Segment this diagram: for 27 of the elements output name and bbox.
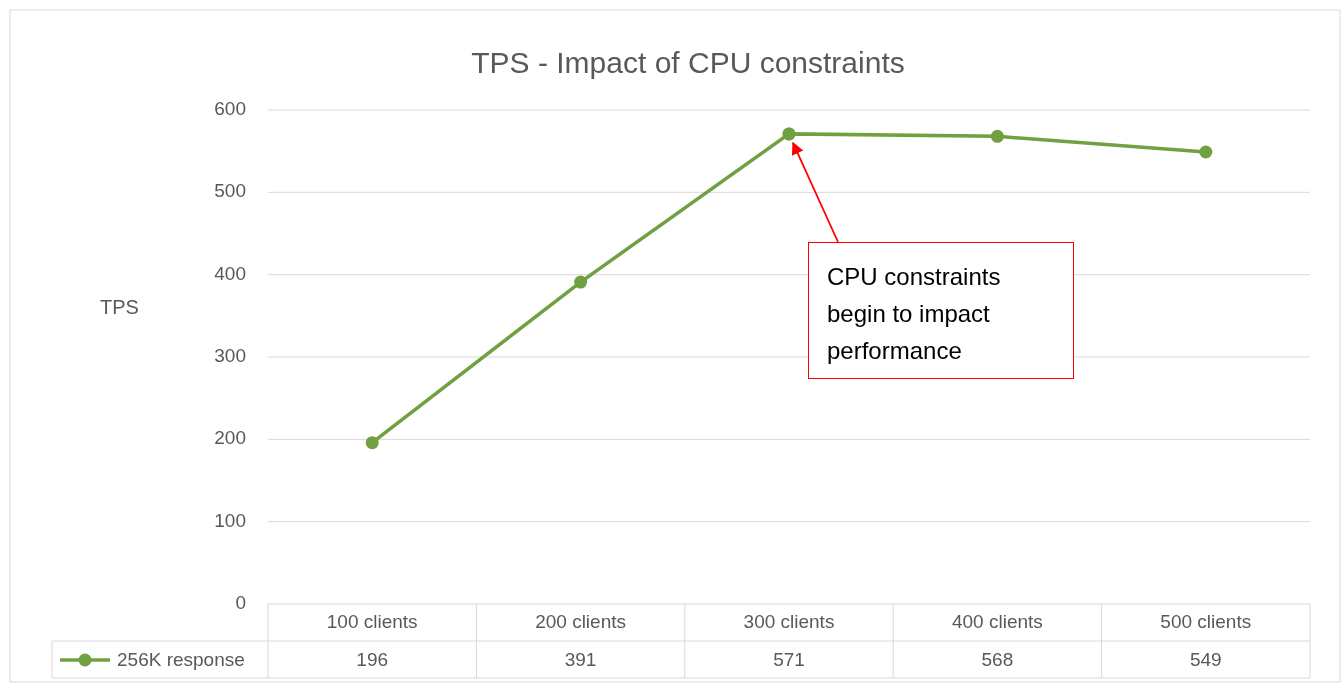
category-label: 400 clients xyxy=(950,611,1044,633)
category-label: 100 clients xyxy=(325,611,419,633)
value-label: 571 xyxy=(772,649,806,671)
point xyxy=(990,129,1004,143)
value-label: 549 xyxy=(1188,649,1223,671)
tick-label: 0 xyxy=(234,592,246,614)
tick-label: 300 xyxy=(213,345,246,367)
value-label: 196 xyxy=(355,649,390,671)
point xyxy=(574,275,588,289)
value-label: 391 xyxy=(563,649,598,671)
leader-arrow xyxy=(791,141,839,243)
series-name: 256K response xyxy=(117,649,245,671)
category-label: 300 clients xyxy=(742,611,836,633)
tick-label: 100 xyxy=(213,509,246,532)
tick-label: 500 xyxy=(213,180,246,203)
tick-label: 200 xyxy=(213,427,246,450)
y-axis-label: TPS xyxy=(100,296,139,319)
point xyxy=(1199,145,1213,159)
point xyxy=(365,436,379,450)
chart-title: TPS - Impact of CPU constraints xyxy=(470,46,906,80)
data-point xyxy=(782,126,796,141)
value-label: 568 xyxy=(980,649,1015,671)
callout-box: CPU constraints begin to impact performance xyxy=(808,242,1074,379)
category-label: 200 clients xyxy=(534,611,627,633)
category-label: 500 clients xyxy=(1159,611,1253,633)
tick-label: 600 xyxy=(213,98,246,120)
tick-label: 400 xyxy=(213,262,246,285)
